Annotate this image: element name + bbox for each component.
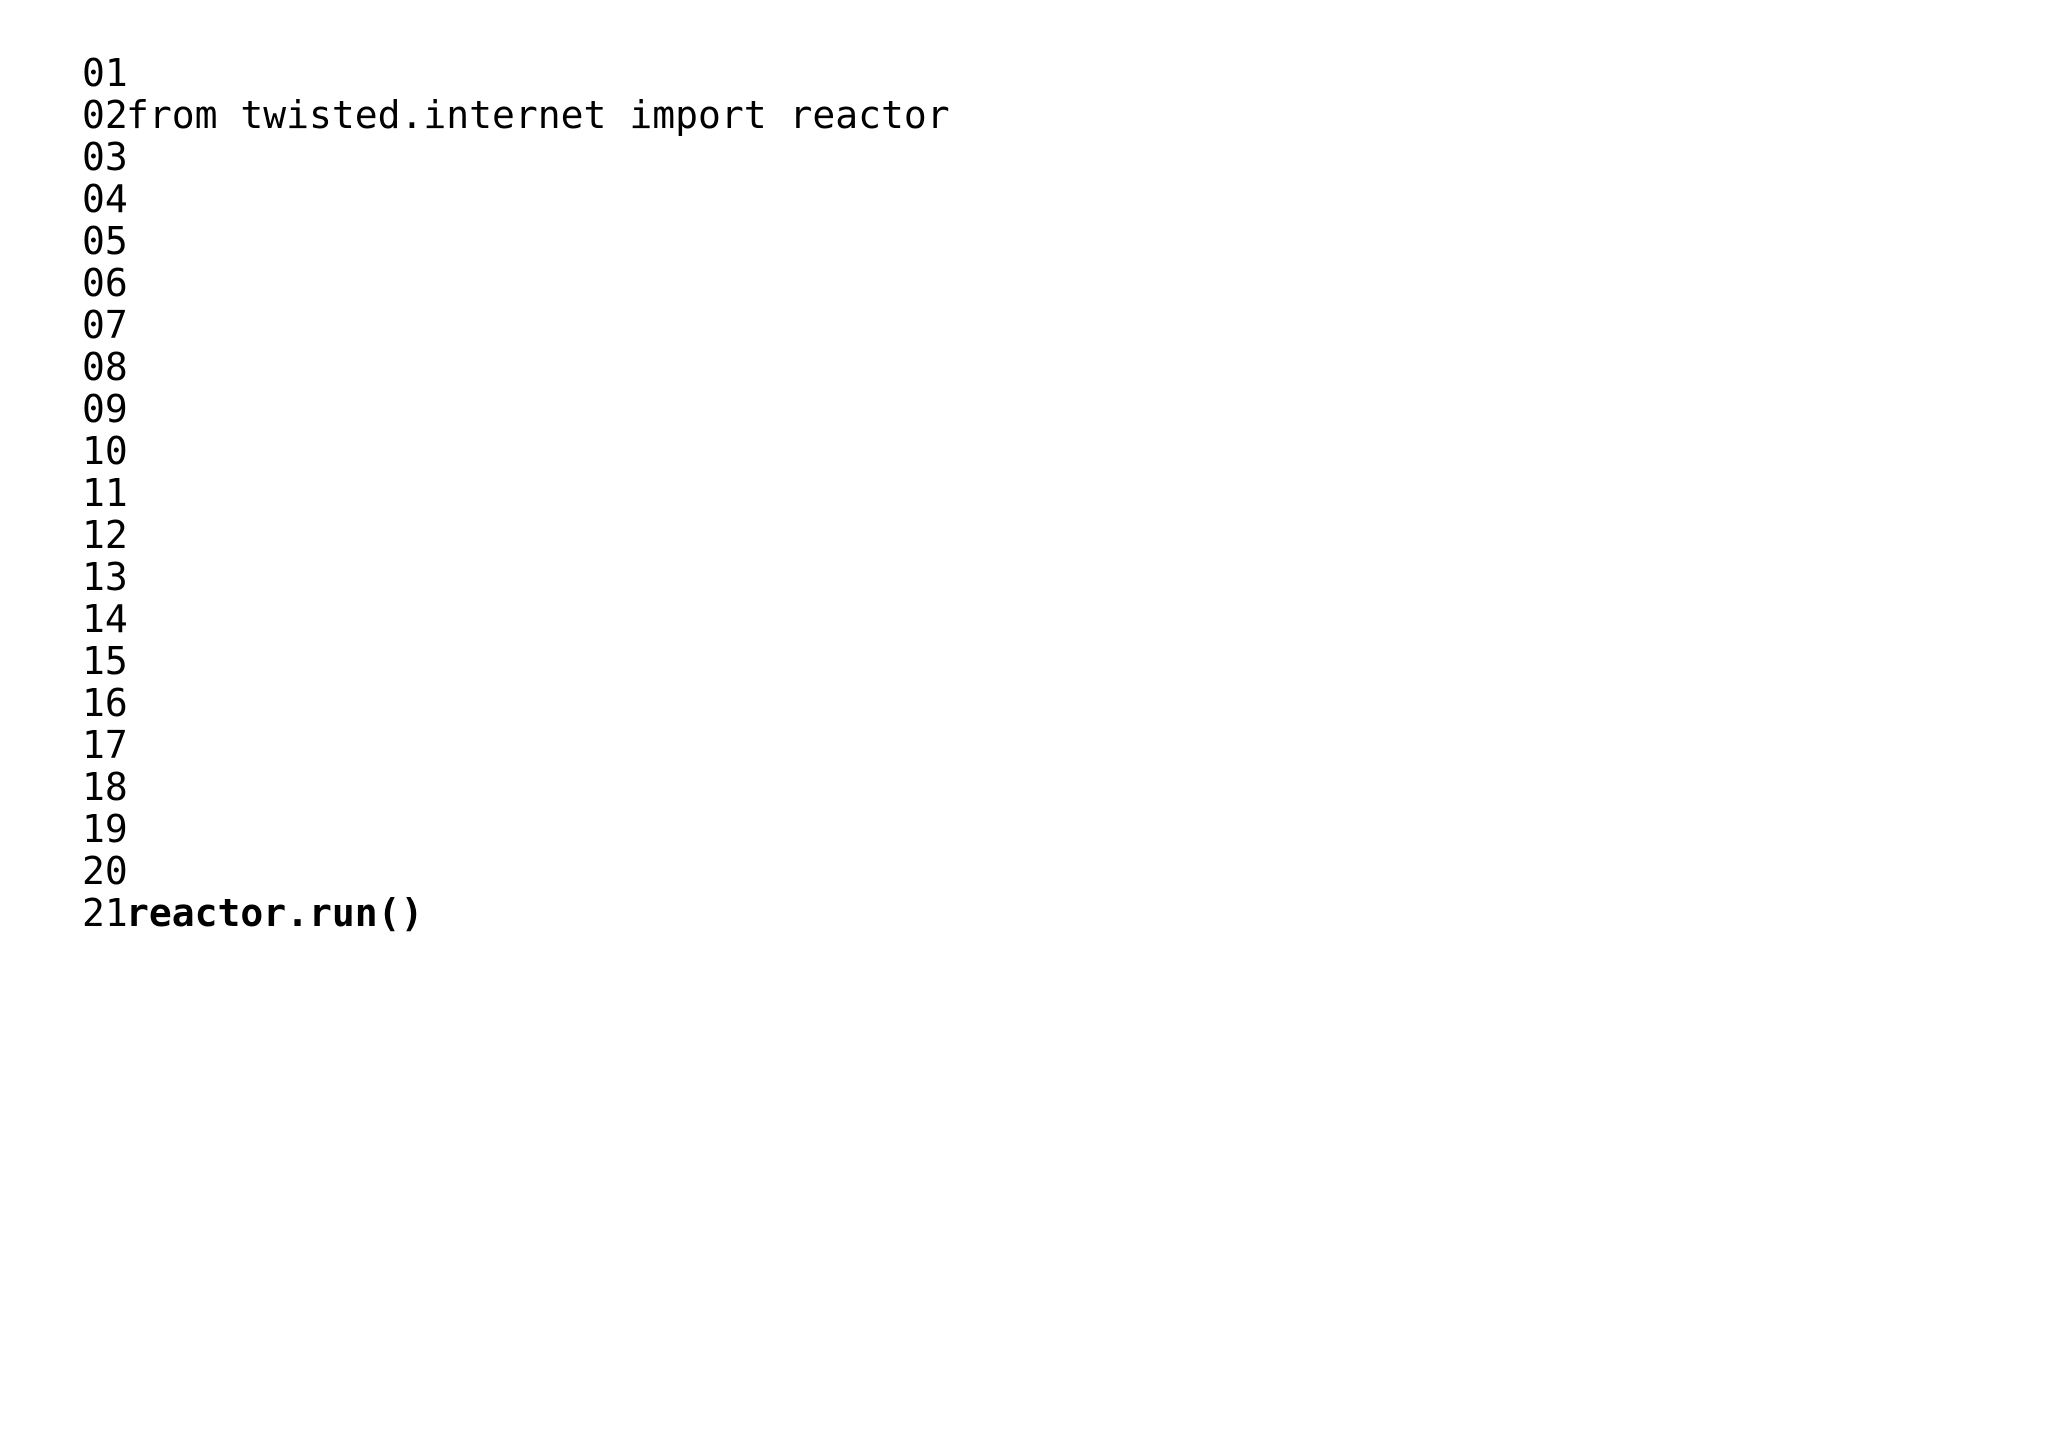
code-line[interactable]: 14 — [0, 598, 2048, 640]
line-number: 14 — [82, 597, 128, 641]
line-number: 09 — [82, 387, 128, 431]
line-number: 12 — [82, 513, 128, 557]
code-line[interactable]: 06 — [0, 262, 2048, 304]
line-number: 15 — [82, 639, 128, 683]
line-number: 08 — [82, 345, 128, 389]
line-number: 20 — [82, 849, 128, 893]
line-code[interactable]: from twisted.internet import reactor — [126, 93, 950, 137]
code-line[interactable]: 17 — [0, 724, 2048, 766]
line-number: 01 — [82, 51, 128, 95]
code-line[interactable]: 01 — [0, 52, 2048, 94]
code-line[interactable]: 10 — [0, 430, 2048, 472]
line-number: 07 — [82, 303, 128, 347]
code-line[interactable]: 12 — [0, 514, 2048, 556]
line-number: 06 — [82, 261, 128, 305]
code-line[interactable]: 05 — [0, 220, 2048, 262]
code-line[interactable]: 16 — [0, 682, 2048, 724]
line-number: 18 — [82, 765, 128, 809]
code-line[interactable]: 03 — [0, 136, 2048, 178]
line-number: 03 — [82, 135, 128, 179]
line-code[interactable]: reactor.run() — [126, 891, 424, 935]
code-line[interactable]: 15 — [0, 640, 2048, 682]
code-line[interactable]: 20 — [0, 850, 2048, 892]
code-line[interactable]: 04 — [0, 178, 2048, 220]
line-number: 05 — [82, 219, 128, 263]
code-line[interactable]: 19 — [0, 808, 2048, 850]
line-number: 10 — [82, 429, 128, 473]
line-number: 21 — [82, 891, 128, 935]
line-number: 19 — [82, 807, 128, 851]
line-number: 11 — [82, 471, 128, 515]
line-number: 02 — [82, 93, 128, 137]
line-number: 16 — [82, 681, 128, 725]
code-line[interactable]: 09 — [0, 388, 2048, 430]
code-line[interactable]: 11 — [0, 472, 2048, 514]
code-line[interactable]: 13 — [0, 556, 2048, 598]
code-line[interactable]: 08 — [0, 346, 2048, 388]
code-line[interactable]: 07 — [0, 304, 2048, 346]
code-line[interactable]: 18 — [0, 766, 2048, 808]
line-number: 17 — [82, 723, 128, 767]
line-number: 04 — [82, 177, 128, 221]
line-number: 13 — [82, 555, 128, 599]
